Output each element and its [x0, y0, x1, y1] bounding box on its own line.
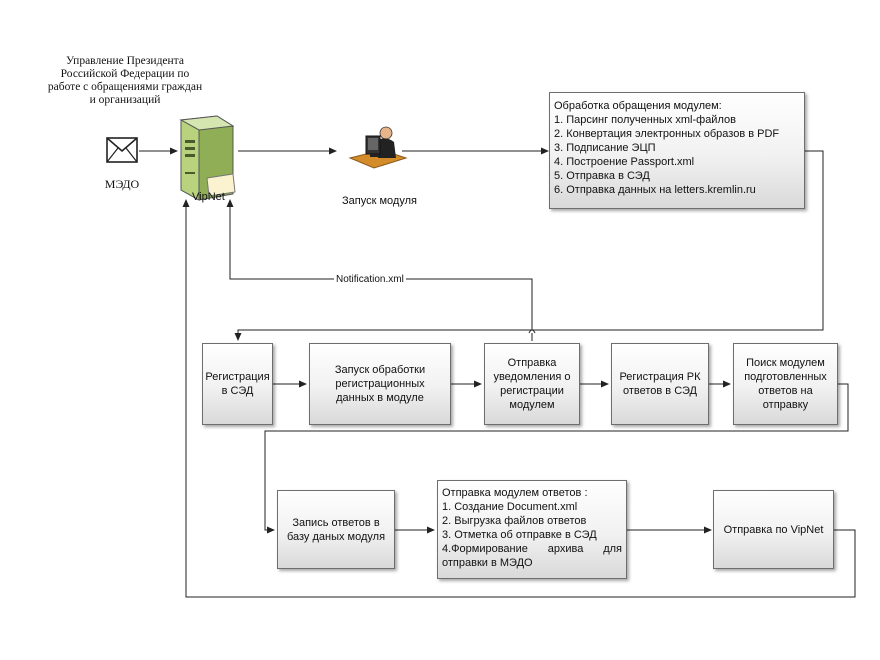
- org-name: Управление Президента Российской Федерац…: [40, 55, 210, 107]
- box-send-vipnet: Отправка по VipNet: [713, 490, 834, 569]
- processing-item: 4. Построение Passport.xml: [554, 156, 695, 168]
- box-line: подготовленных: [744, 371, 827, 383]
- word: архива: [547, 543, 584, 555]
- box-line: регистрации: [500, 385, 564, 397]
- processing-item: 6. Отправка данных на letters.kremlin.ru: [554, 184, 756, 196]
- send-answers-item-4-tail: отправки в МЭДО: [442, 557, 533, 569]
- box-line: отправку: [762, 399, 809, 411]
- processing-item: 2. Конвертация электронных образов в PDF: [554, 128, 780, 140]
- box-send-answers: Отправка модулем ответов : 1. Создание D…: [437, 480, 627, 579]
- box-line: уведомления о: [493, 371, 571, 383]
- box-launch-processing: Запуск обработки регистрационных данных …: [309, 343, 451, 425]
- org-line: работе с обращениями граждан: [47, 81, 203, 93]
- box-line: базу даных модуля: [286, 530, 386, 543]
- box-line: Отправка: [507, 357, 557, 369]
- line-jump: [528, 329, 536, 334]
- org-line: Управление Президента: [66, 55, 184, 67]
- box-search-answers: Поиск модулем подготовленных ответов на …: [733, 343, 838, 425]
- box-line: ответов на: [758, 385, 813, 397]
- send-answers-item: 1. Создание Document.xml: [442, 501, 578, 513]
- send-answers-title: Отправка модулем ответов :: [442, 487, 588, 499]
- server-icon: [179, 115, 236, 201]
- send-answers-item: 3. Отметка об отправке в СЭД: [442, 529, 597, 541]
- box-line: в СЭД: [221, 385, 254, 397]
- operator-computer-icon: [348, 126, 408, 169]
- arrow-processing-to-registration: [234, 150, 824, 341]
- box-line: Запись ответов в: [292, 516, 380, 529]
- box-registration-sed: Регистрация в СЭД: [202, 343, 273, 425]
- box-line: Поиск модулем: [746, 357, 825, 369]
- processing-item: 1. Парсинг полученных xml-файлов: [554, 114, 736, 126]
- processing-box: Обработка обращения модулем: 1. Парсинг …: [549, 92, 805, 209]
- envelope-icon: [106, 137, 138, 163]
- box-register-rk: Регистрация РК ответов в СЭД: [611, 343, 709, 425]
- module-launch-label: Запуск модуля: [342, 195, 417, 207]
- box-line: данных в модуле: [336, 392, 424, 404]
- box-line: Регистрация: [205, 371, 270, 383]
- processing-item: 3. Подписание ЭЦП: [554, 142, 656, 154]
- word: 4.Формирование: [442, 543, 528, 555]
- send-answers-item: 2. Выгрузка файлов ответов: [442, 515, 587, 527]
- box-write-db: Запись ответов в базу даных модуля: [277, 490, 395, 569]
- word: для: [603, 543, 622, 555]
- arrow-search-to-writedb: [264, 383, 849, 534]
- box-send-notification: Отправка уведомления о регистрации модул…: [484, 343, 580, 425]
- send-answers-item-4: 4.Формирование архива для: [442, 542, 622, 556]
- processing-title: Обработка обращения модулем:: [554, 100, 722, 112]
- box-line: регистрационных: [335, 378, 425, 390]
- box-line: Регистрация РК: [619, 371, 701, 383]
- box-line: Отправка по VipNet: [723, 523, 824, 536]
- box-line: модулем: [509, 399, 555, 411]
- box-line: ответов в СЭД: [622, 385, 697, 397]
- org-line: Российской Федерации по: [60, 68, 190, 80]
- box-line: Запуск обработки: [334, 364, 426, 376]
- vipnet-label: VipNet: [192, 191, 225, 203]
- org-line: и организаций: [89, 94, 161, 106]
- notification-label: Notification.xml: [334, 273, 406, 286]
- arrow-notification-to-vipnet: [226, 199, 533, 341]
- medo-label: МЭДО: [104, 177, 140, 191]
- arrow-send-vipnet-back: [182, 199, 856, 598]
- processing-item: 5. Отправка в СЭД: [554, 170, 650, 182]
